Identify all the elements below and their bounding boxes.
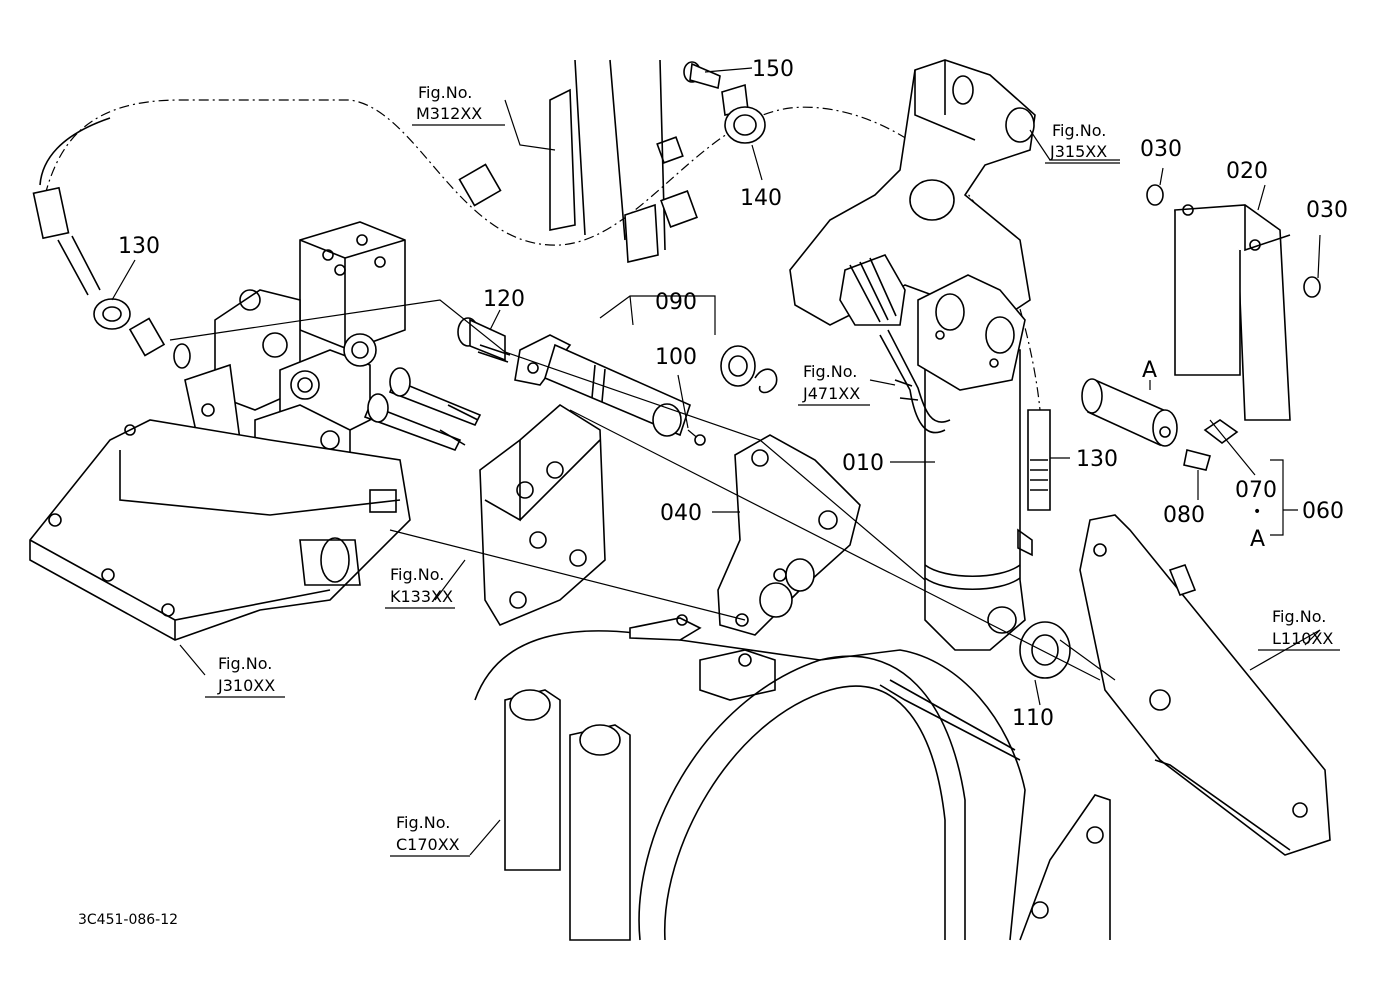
lift-arm-j315	[789, 59, 1036, 326]
leader-cover	[1159, 167, 1321, 279]
fig-ref-m312: Fig.No. M312XX	[412, 83, 505, 126]
svg-text:J471XX: J471XX	[802, 384, 860, 403]
bracket-060	[1270, 459, 1298, 536]
pressure-sensor-130	[1027, 409, 1051, 511]
callout-070: 070	[1235, 478, 1277, 503]
bolt-150	[683, 61, 721, 90]
adapter-fitting	[128, 317, 166, 357]
hose-fitting-130	[93, 298, 131, 330]
leader-140	[751, 144, 763, 181]
hydraulic-cylinder-010	[917, 274, 1051, 651]
callout-140: 140	[740, 186, 782, 211]
callout-120: 120	[483, 287, 525, 312]
leader-j310	[179, 644, 206, 676]
leader-130a	[111, 259, 136, 301]
hose-bend	[57, 235, 101, 296]
svg-text:C170XX: C170XX	[396, 835, 460, 854]
callout-090: 090	[655, 290, 697, 315]
pin-090	[514, 334, 691, 437]
svg-text:Fig.No.: Fig.No.	[1272, 607, 1326, 626]
diagram-id: 3C451-086-12	[78, 912, 178, 928]
leader-150	[704, 67, 753, 73]
leader-j315	[1029, 129, 1120, 161]
callout-a: A	[1142, 358, 1157, 383]
fig-ref-j310: Fig.No. J310XX	[205, 654, 285, 698]
hose-j471	[879, 329, 951, 434]
leader-100	[677, 374, 689, 429]
lift-plate-040	[717, 434, 861, 636]
leader-110	[1034, 679, 1041, 706]
upper-bracket	[458, 59, 698, 263]
svg-text:K133XX: K133XX	[390, 587, 453, 606]
callout-030: 030	[1306, 198, 1348, 223]
separator-dot: •	[1253, 504, 1261, 520]
hose-clamp-140	[721, 83, 766, 144]
bolt-030	[1146, 184, 1321, 298]
transmission-housing-c170	[474, 614, 1111, 941]
svg-text:Fig.No.: Fig.No.	[396, 813, 450, 832]
callout-130: 130	[1076, 447, 1118, 472]
fig-ref-j315: Fig.No. J315XX	[1045, 121, 1120, 164]
leader-k133	[434, 559, 466, 601]
fig-ref-j471: Fig.No. J471XX	[798, 362, 870, 406]
callout-150: 150	[752, 57, 794, 82]
fig-ref-c170: Fig.No. C170XX	[390, 813, 470, 857]
elbow-fitting-070	[1203, 419, 1239, 444]
hose-assembly	[39, 117, 111, 186]
leader-m312	[504, 99, 556, 151]
callout-030: 030	[1140, 137, 1182, 162]
hose-sleeve	[32, 186, 70, 240]
callout-a: A	[1250, 527, 1265, 552]
leader-c170	[469, 819, 501, 856]
callout-080: 080	[1163, 503, 1205, 528]
callout-040: 040	[660, 501, 702, 526]
fig-ref-l110: Fig.No. L110XX	[1258, 607, 1340, 651]
plate-l110	[1079, 514, 1331, 856]
callout-100: 100	[655, 345, 697, 370]
leader-120	[489, 309, 501, 331]
bushing-110	[1019, 621, 1071, 679]
svg-text:L110XX: L110XX	[1272, 629, 1333, 648]
valve-base-housing	[29, 419, 411, 641]
collar	[720, 345, 756, 387]
bolt-080	[1183, 449, 1211, 471]
bracket-k133	[479, 404, 606, 627]
svg-text:Fig.No.: Fig.No.	[218, 654, 272, 673]
svg-text:J315XX: J315XX	[1049, 142, 1107, 161]
assembly-lines	[169, 299, 1116, 681]
o-ring	[173, 343, 191, 369]
svg-text:Fig.No.: Fig.No.	[390, 565, 444, 584]
svg-text:M312XX: M312XX	[416, 104, 482, 123]
long-bolts	[363, 367, 482, 451]
fig-ref-k133: Fig.No. K133XX	[385, 565, 455, 609]
callout-130: 130	[118, 234, 160, 259]
leader-090	[599, 295, 716, 335]
leader-a	[1149, 380, 1256, 500]
svg-text:Fig.No.: Fig.No.	[418, 83, 472, 102]
pin-assembly-a	[1081, 378, 1178, 447]
callout-020: 020	[1226, 159, 1268, 184]
callout-110: 110	[1012, 706, 1054, 731]
callout-060: 060	[1302, 499, 1344, 524]
hose-routing-line	[44, 99, 1041, 411]
leader-l110	[1249, 629, 1321, 671]
snap-ring	[754, 368, 778, 394]
svg-text:J310XX: J310XX	[217, 676, 275, 695]
leader-j471	[869, 379, 896, 386]
union-fitting-120	[457, 317, 511, 363]
svg-text:Fig.No.: Fig.No.	[803, 362, 857, 381]
svg-text:Fig.No.: Fig.No.	[1052, 121, 1106, 140]
cover-020	[1174, 204, 1291, 421]
callout-010: 010	[842, 451, 884, 476]
